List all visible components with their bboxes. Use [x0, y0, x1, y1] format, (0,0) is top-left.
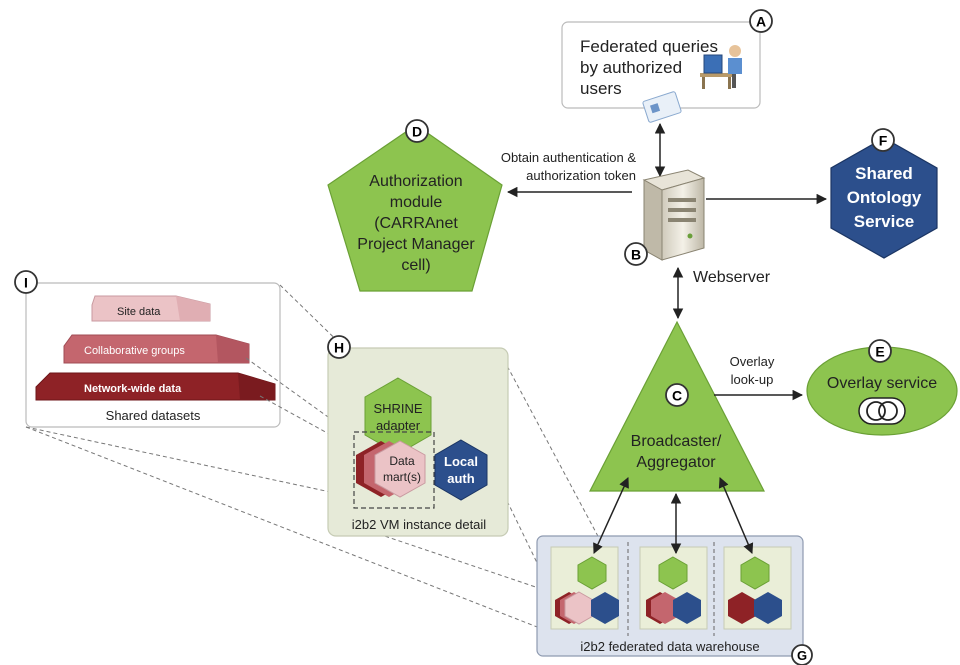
overlay-link-line-1: Overlay [730, 354, 775, 369]
warehouse-node-2 [639, 546, 708, 630]
webserver-icon [642, 169, 706, 261]
warehouse-node-3 [723, 546, 792, 630]
auth-module-line-4: Project Manager [357, 236, 475, 253]
ontology-line-1: Shared [855, 164, 913, 183]
auth-module-line-3: (CARRAnet [374, 215, 458, 232]
badge-e: E [868, 339, 892, 363]
overlay-link-line-2: look-up [731, 372, 774, 387]
user-workstation-icon [700, 45, 742, 89]
user-query-line-1: Federated queries [580, 37, 718, 56]
user-query-line-3: users [580, 79, 622, 98]
arrow-broadcaster-node-1 [593, 477, 629, 554]
shrine-line-2: adapter [376, 418, 421, 433]
warehouse-node-1 [550, 546, 619, 630]
shrine-line-1: SHRINE [373, 401, 422, 416]
badge-f: F [871, 128, 895, 152]
badge-g: G [791, 644, 813, 665]
local-auth-line-2: auth [447, 471, 475, 486]
arrow-broadcaster-node-3 [718, 477, 754, 554]
warehouse-caption: i2b2 federated data warehouse [580, 639, 759, 654]
datamart-line-1: Data [389, 454, 415, 468]
badge-i: I [14, 270, 38, 294]
data-mart-group [353, 431, 435, 509]
broadcaster-line-1: Broadcaster/ [631, 433, 722, 450]
dataset-layer-site: Site data [117, 306, 161, 318]
dataset-layer-collaborative: Collaborative groups [84, 345, 185, 357]
svg-text:E: E [875, 344, 884, 360]
svg-text:F: F [879, 133, 888, 149]
svg-text:I: I [24, 275, 28, 291]
dataset-layer-network: Network-wide data [84, 383, 182, 395]
authorization-module: Authorization module (CARRAnet Project M… [327, 124, 503, 292]
webserver-label: Webserver [693, 269, 771, 286]
id-card-icon [642, 91, 682, 123]
svg-text:C: C [672, 388, 682, 404]
ontology-line-3: Service [854, 212, 915, 231]
badge-a: A [749, 9, 773, 33]
badge-d: D [405, 119, 429, 143]
overlay-venn-icon [858, 397, 906, 425]
datamart-line-2: mart(s) [383, 470, 421, 484]
datasets-caption: Shared datasets [106, 408, 201, 423]
svg-text:H: H [334, 340, 344, 356]
badge-h: H [327, 335, 351, 359]
auth-module-line-2: module [390, 194, 443, 211]
shared-ontology-service: Shared Ontology Service [830, 137, 938, 259]
shared-datasets-panel: Site data Collaborative groups Network-w… [25, 282, 281, 428]
vm-instance-detail: SHRINE adapter Data mart(s) Local auth i… [327, 347, 509, 537]
auth-module-line-1: Authorization [369, 173, 462, 190]
svg-text:D: D [412, 124, 422, 140]
user-query-panel: Federated queries by authorized users [561, 21, 761, 109]
auth-link-line-1: Obtain authentication & [501, 150, 636, 165]
vm-detail-caption: i2b2 VM instance detail [352, 517, 487, 532]
badge-b: B [624, 242, 648, 266]
federated-data-warehouse: i2b2 federated data warehouse [536, 535, 804, 657]
user-query-line-2: by authorized [580, 58, 682, 77]
svg-text:G: G [797, 648, 807, 663]
local-auth-line-1: Local [444, 454, 478, 469]
auth-module-line-5: cell) [401, 257, 430, 274]
svg-text:A: A [756, 14, 766, 30]
overlay-label: Overlay service [827, 375, 937, 392]
broadcaster-line-2: Aggregator [636, 454, 716, 471]
auth-link-line-2: authorization token [526, 168, 636, 183]
ontology-line-2: Ontology [847, 188, 922, 207]
overlay-service: Overlay service [806, 346, 958, 436]
svg-text:B: B [631, 247, 641, 263]
badge-c: C [665, 383, 689, 407]
